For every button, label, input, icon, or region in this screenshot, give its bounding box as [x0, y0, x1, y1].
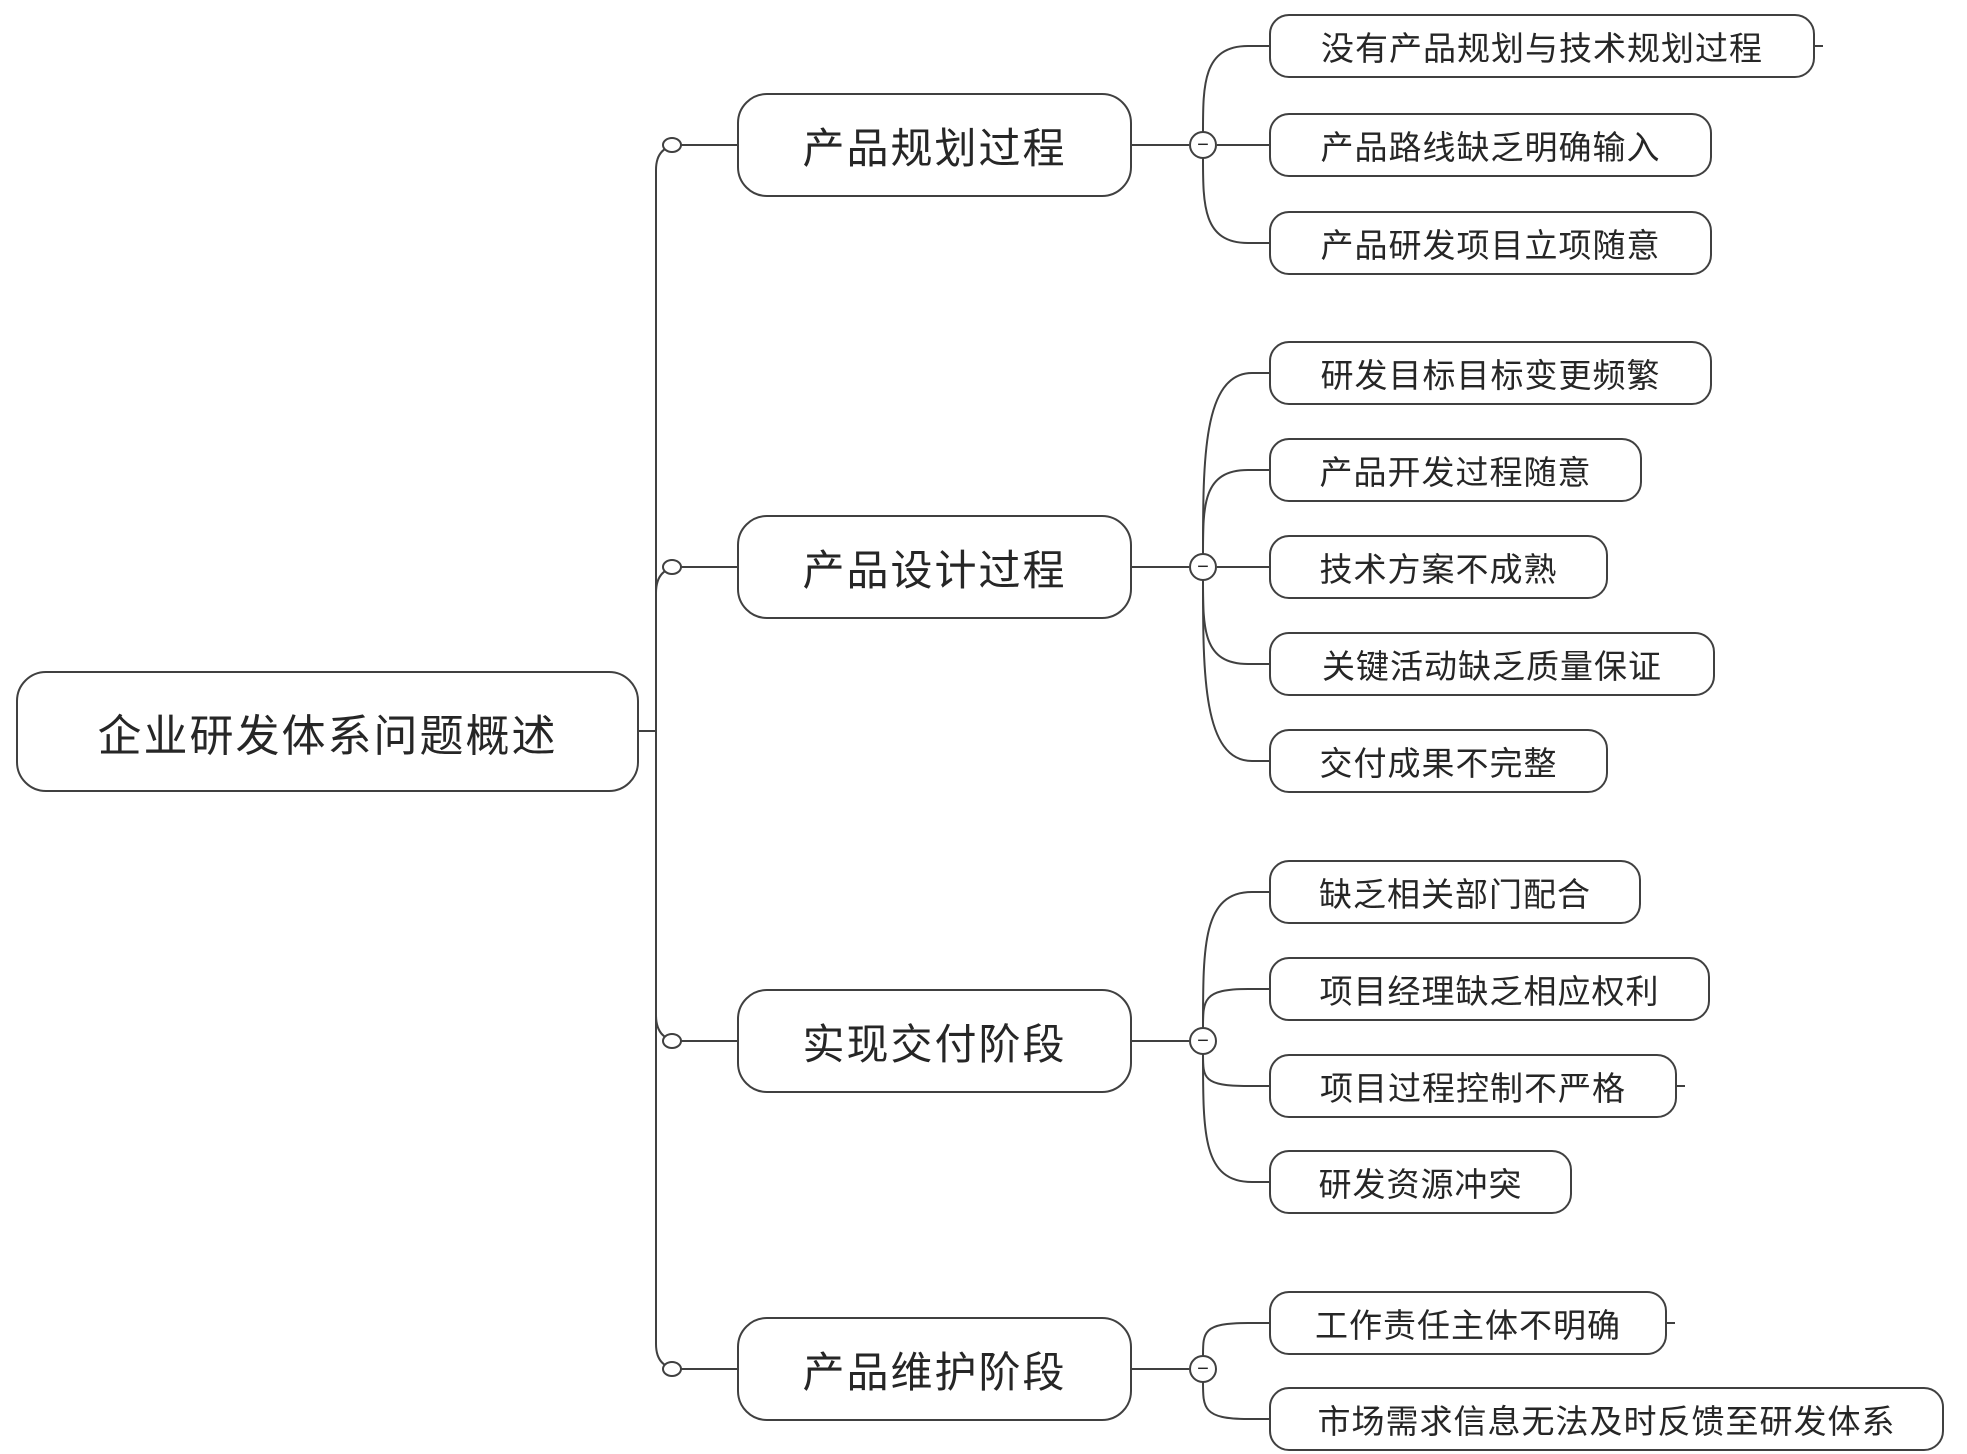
child-node-label: 市场需求信息无法及时反馈至研发体系	[1317, 1403, 1896, 1440]
collapse-badge-branch-2[interactable]: −	[1189, 553, 1217, 581]
root-node[interactable]: 企业研发体系问题概述	[16, 671, 639, 792]
child-node-2-3[interactable]: 技术方案不成熟	[1269, 535, 1608, 599]
child-node-3-3[interactable]: 项目过程控制不严格	[1269, 1054, 1677, 1118]
branch-node-label: 产品规划过程	[802, 124, 1067, 172]
collapse-badge-branch-1[interactable]: −	[1189, 131, 1217, 159]
child-node-label: 缺乏相关部门配合	[1319, 876, 1591, 913]
child-node-label: 产品路线缺乏明确输入	[1320, 129, 1661, 166]
collapse-badge-branch-3[interactable]: −	[1189, 1027, 1217, 1055]
child-node-label: 没有产品规划与技术规划过程	[1321, 30, 1763, 67]
minus-icon: −	[1197, 134, 1209, 156]
child-node-2-1[interactable]: 研发目标目标变更频繁	[1269, 341, 1712, 405]
child-node-label: 项目过程控制不严格	[1320, 1070, 1626, 1107]
branch-node-label: 产品设计过程	[802, 546, 1067, 594]
branch-node-delivery-stage[interactable]: 实现交付阶段	[737, 989, 1132, 1093]
child-node-2-2[interactable]: 产品开发过程随意	[1269, 438, 1642, 502]
child-node-label: 产品开发过程随意	[1319, 454, 1592, 491]
child-node-label: 研发资源冲突	[1318, 1166, 1523, 1203]
collapse-badge-branch-4[interactable]: −	[1189, 1355, 1217, 1383]
child-node-4-1[interactable]: 工作责任主体不明确	[1269, 1291, 1667, 1355]
child-node-2-5[interactable]: 交付成果不完整	[1269, 729, 1608, 793]
branch-node-label: 实现交付阶段	[802, 1020, 1067, 1068]
branch-node-product-planning[interactable]: 产品规划过程	[737, 93, 1132, 197]
child-node-label: 工作责任主体不明确	[1315, 1307, 1621, 1344]
branch-node-maintenance-stage[interactable]: 产品维护阶段	[737, 1317, 1132, 1421]
child-node-2-4[interactable]: 关键活动缺乏质量保证	[1269, 632, 1715, 696]
child-node-1-1[interactable]: 没有产品规划与技术规划过程	[1269, 14, 1815, 78]
child-node-label: 项目经理缺乏相应权利	[1319, 973, 1660, 1010]
child-node-3-1[interactable]: 缺乏相关部门配合	[1269, 860, 1641, 924]
child-node-label: 产品研发项目立项随意	[1320, 227, 1661, 264]
child-node-3-2[interactable]: 项目经理缺乏相应权利	[1269, 957, 1710, 1021]
minus-icon: −	[1197, 1358, 1209, 1380]
child-node-label: 研发目标目标变更频繁	[1320, 357, 1661, 394]
child-node-1-3[interactable]: 产品研发项目立项随意	[1269, 211, 1712, 275]
child-node-4-2[interactable]: 市场需求信息无法及时反馈至研发体系	[1269, 1387, 1944, 1451]
child-node-label: 关键活动缺乏质量保证	[1322, 648, 1662, 685]
minus-icon: −	[1197, 1030, 1209, 1052]
branch-node-label: 产品维护阶段	[802, 1348, 1067, 1396]
child-node-label: 交付成果不完整	[1319, 745, 1558, 782]
child-node-3-4[interactable]: 研发资源冲突	[1269, 1150, 1572, 1214]
branch-node-product-design[interactable]: 产品设计过程	[737, 515, 1132, 619]
child-node-label: 技术方案不成熟	[1319, 551, 1558, 588]
minus-icon: −	[1197, 556, 1209, 578]
child-node-1-2[interactable]: 产品路线缺乏明确输入	[1269, 113, 1712, 177]
root-node-label: 企业研发体系问题概述	[97, 711, 558, 761]
